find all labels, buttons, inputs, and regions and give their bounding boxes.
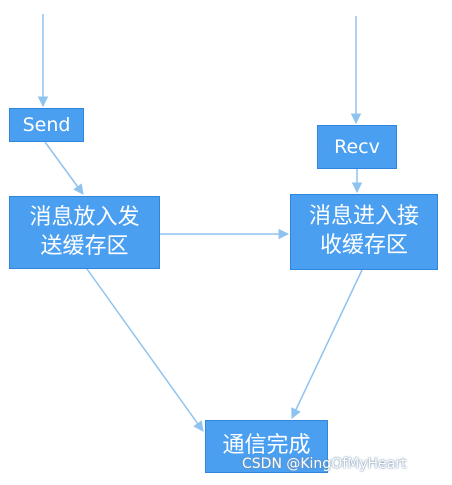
send-buffer-label-line1: 消息放入发 [29, 204, 140, 230]
watermark: CSDN @KingOfMyHeart [242, 456, 407, 472]
done-node: 通信完成 [205, 420, 328, 473]
send-node-label: Send [22, 113, 71, 136]
recv-buffer-label-line1: 消息进入接 [308, 204, 419, 230]
send-node: Send [9, 108, 84, 142]
send-buffer-label-line2: 送缓存区 [40, 233, 129, 259]
done-node-label: 通信完成 [222, 433, 311, 459]
recv-node: Recv [317, 125, 397, 169]
arrow-send-buffer-to-done [86, 268, 204, 432]
recv-buffer-label-line2: 收缓存区 [319, 233, 408, 258]
arrow-recv-buffer-to-done [291, 269, 363, 419]
send-buffer-node: 消息放入发 送缓存区 [9, 196, 160, 269]
recv-node-label: Recv [334, 135, 380, 158]
arrow-send-to-send-buffer [44, 141, 84, 195]
recv-buffer-node: 消息进入接 收缓存区 [290, 194, 438, 270]
